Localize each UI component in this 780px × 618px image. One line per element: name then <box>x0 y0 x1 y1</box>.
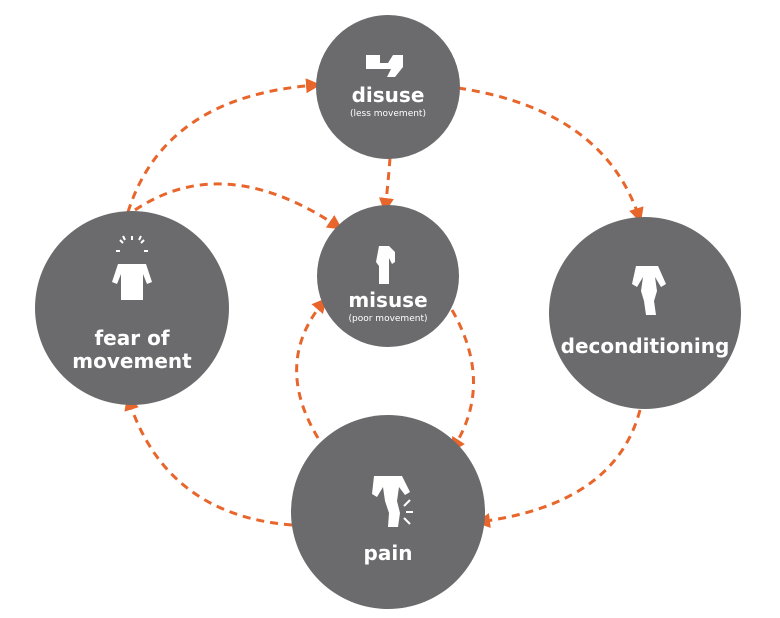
arrow-deconditioning-to-pain <box>475 409 642 528</box>
fear-label-line2: movement <box>72 349 192 373</box>
pain-label: pain <box>364 541 413 565</box>
misuse-sublabel: (poor movement) <box>349 314 428 324</box>
node-disuse: disuse (less movement) <box>316 15 460 159</box>
fear-label-line1: fear of <box>94 326 169 350</box>
node-fear-of-movement: fear of movement <box>35 211 229 405</box>
arrow-disuse-to-misuse <box>378 157 394 213</box>
person-slouching-icon <box>376 229 395 284</box>
disuse-sublabel: (less movement) <box>350 109 426 119</box>
person-weak-icon <box>632 244 666 315</box>
person-in-pain-icon <box>372 453 413 527</box>
node-misuse: misuse (poor movement) <box>317 205 459 347</box>
arrow-pain-to-fear <box>124 395 293 527</box>
arrows <box>124 78 644 528</box>
arrow-pain-to-misuse <box>295 297 327 439</box>
arrow-fear-to-misuse <box>134 182 343 230</box>
node-pain: pain <box>291 415 485 609</box>
arrow-misuse-to-pain <box>450 309 475 453</box>
person-anxious-icon <box>112 235 152 300</box>
deconditioning-label: deconditioning <box>561 334 730 358</box>
person-sitting-icon <box>366 38 403 77</box>
arrow-disuse-to-deconditioning <box>457 86 644 223</box>
misuse-label: misuse <box>348 288 427 312</box>
disuse-label: disuse <box>352 83 425 107</box>
arrow-fear-to-disuse <box>126 78 321 213</box>
node-deconditioning: deconditioning <box>549 217 741 409</box>
